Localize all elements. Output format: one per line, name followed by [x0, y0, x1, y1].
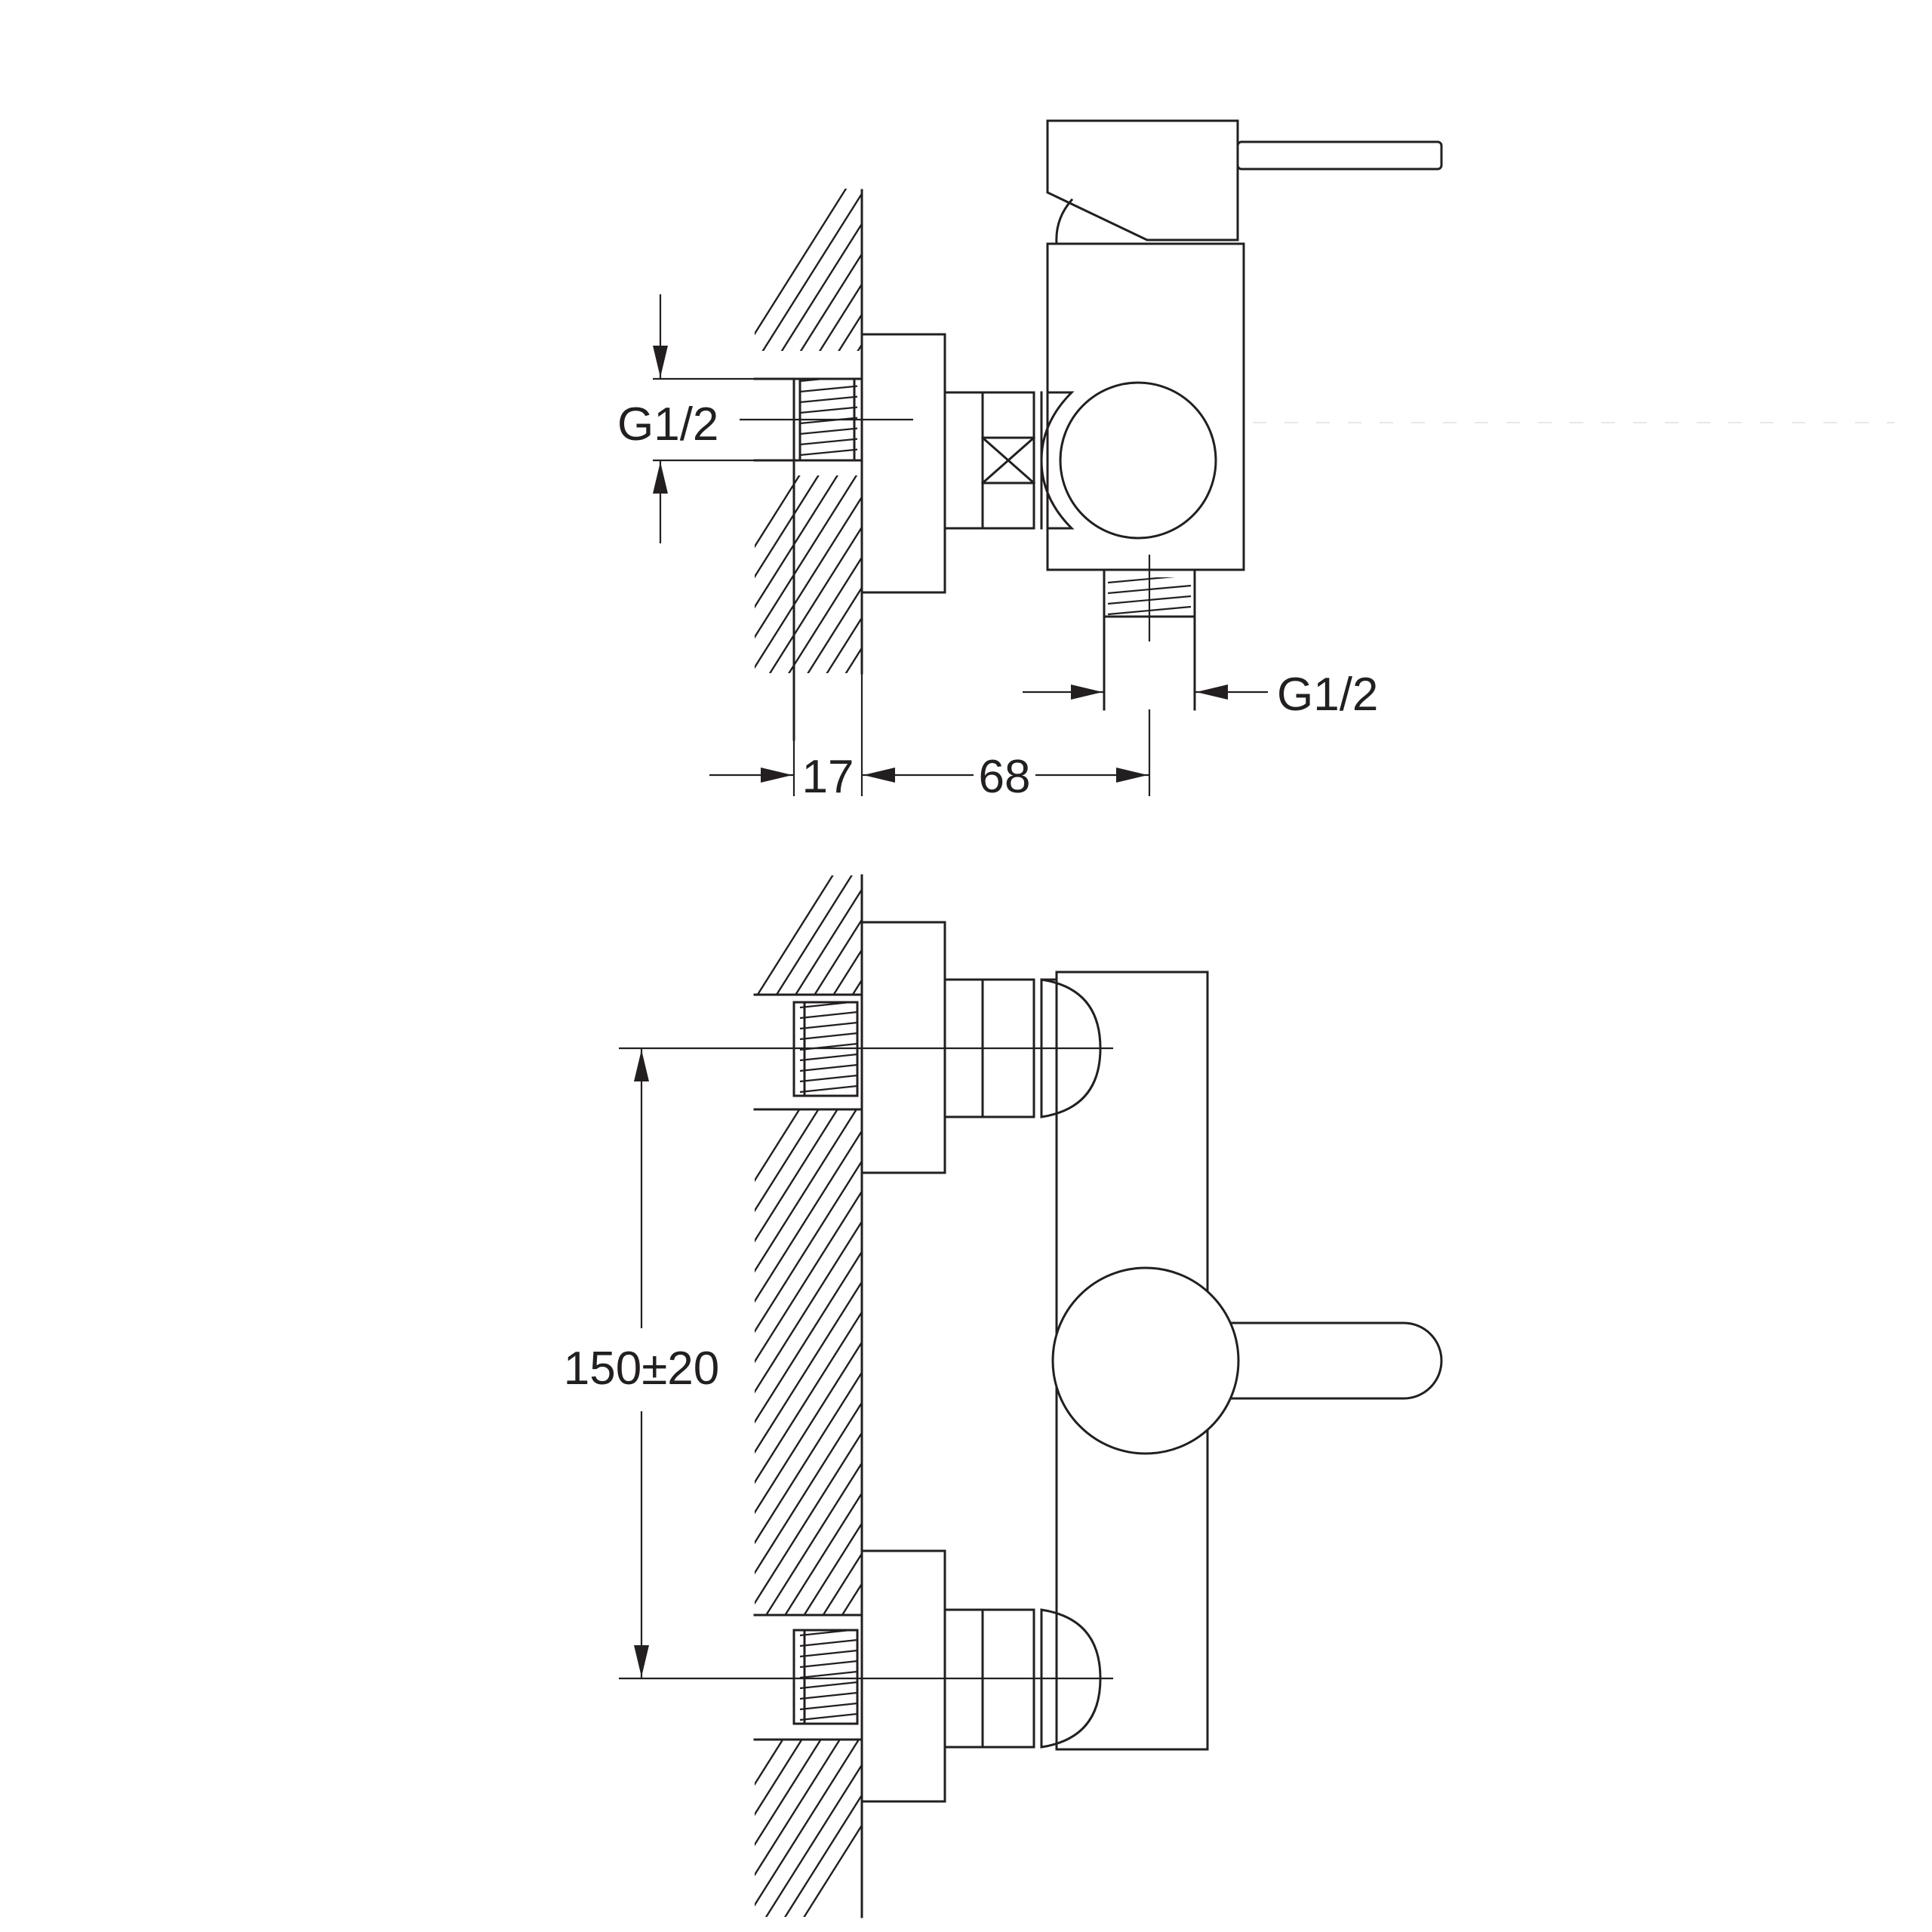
lower-escutcheon — [860, 1549, 946, 1803]
handle-neck — [1055, 198, 1074, 245]
handle-cap-side — [1046, 119, 1239, 242]
escutcheon-side — [860, 333, 946, 594]
wall-hatching-side — [755, 189, 862, 673]
lower-inlet-thread — [792, 1629, 859, 1725]
dim-label-150: 150±20 — [564, 1343, 719, 1395]
dim-label-68: 68 — [979, 751, 1031, 803]
dim-outlet-thread — [1023, 685, 1268, 700]
dim-depths — [709, 672, 1149, 796]
mixer-body-side — [1046, 242, 1245, 571]
dim-inlet-thread — [653, 294, 794, 543]
wall-hatching-front — [755, 875, 862, 1917]
dim-inlet-spacing — [634, 1048, 649, 1678]
side-view: G1/2 G1/2 17 68 — [617, 119, 1894, 803]
dim-label-outlet-thread: G1/2 — [1277, 669, 1378, 721]
inlet-connector-circle-side — [1059, 381, 1217, 540]
lever-side — [1236, 140, 1443, 171]
dim-label-17: 17 — [802, 751, 854, 803]
lever-front — [1220, 1321, 1443, 1400]
hex-nut-side — [943, 391, 1036, 530]
handle-hub-front — [1051, 1266, 1240, 1455]
side-cap — [1040, 391, 1075, 530]
front-view: 150±20 — [564, 874, 1443, 1918]
dim-label-inlet-thread: G1/2 — [617, 398, 718, 451]
